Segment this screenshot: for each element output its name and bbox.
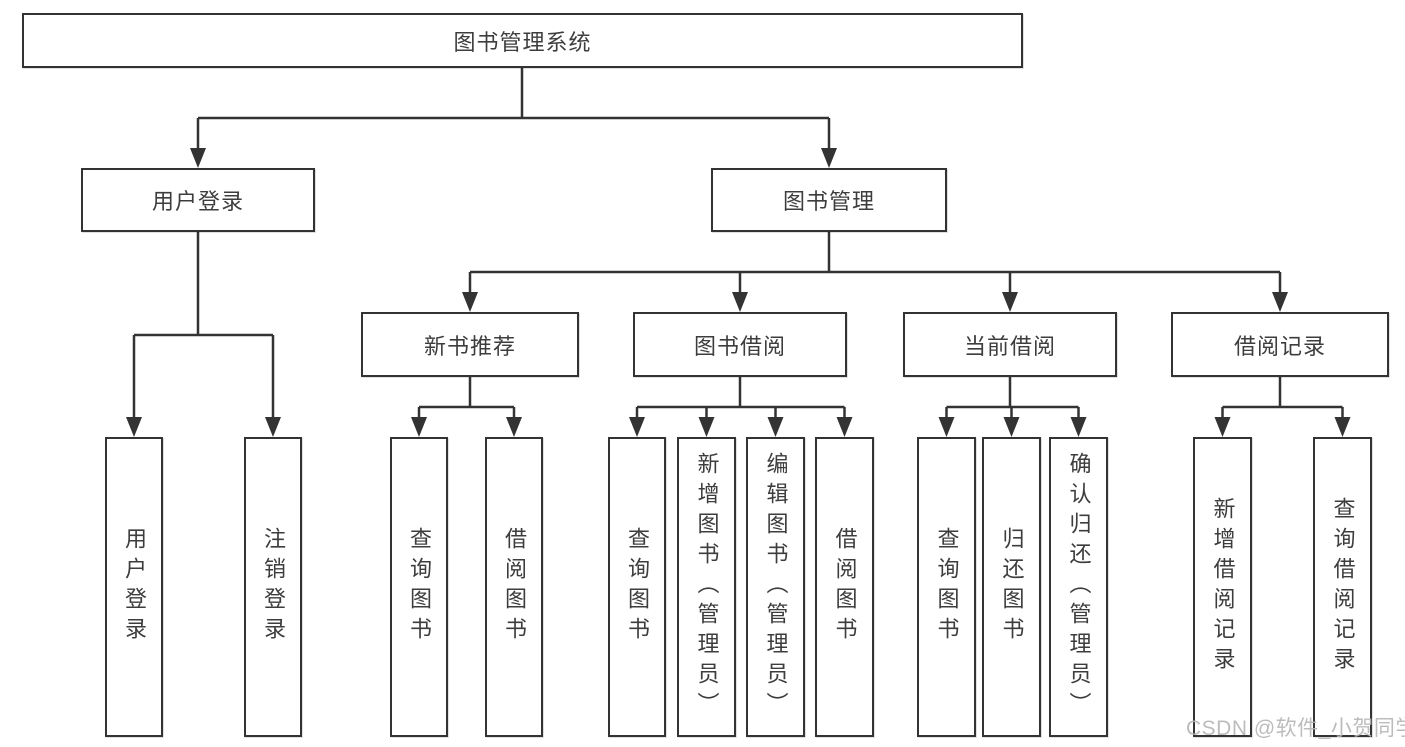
node-leaf-logout: 注销登录 — [244, 437, 302, 737]
node-leaf-query-books-recommend: 查询图书 — [390, 437, 448, 737]
node-root-library-system: 图书管理系统 — [22, 13, 1023, 68]
node-leaf-query-borrow-record: 查询借阅记录 — [1313, 437, 1372, 737]
node-leaf-confirm-return-admin: 确认归还（管理员） — [1049, 437, 1108, 737]
leaf-label: 借阅图书 — [832, 527, 858, 647]
leaf-label: 查询借阅记录 — [1330, 497, 1356, 677]
node-user-login: 用户登录 — [81, 168, 315, 232]
leaf-label: 查询图书 — [934, 527, 960, 647]
arrowheads — [126, 148, 1351, 437]
node-leaf-add-book-admin: 新增图书（管理员） — [677, 437, 736, 737]
node-new-book-recommend: 新书推荐 — [361, 312, 579, 377]
node-leaf-user-login: 用户登录 — [105, 437, 163, 737]
leaf-label: 编辑图书（管理员） — [763, 452, 789, 722]
node-leaf-query-books-current: 查询图书 — [917, 437, 976, 737]
node-leaf-edit-book-admin: 编辑图书（管理员） — [746, 437, 805, 737]
leaf-label: 新增图书（管理员） — [694, 452, 720, 722]
node-leaf-borrow-books-recommend: 借阅图书 — [485, 437, 543, 737]
node-book-management: 图书管理 — [711, 168, 947, 232]
leaf-label: 归还图书 — [999, 527, 1025, 647]
csdn-watermark: CSDN @软件_小贺同学 — [1186, 717, 1405, 740]
node-leaf-add-borrow-record: 新增借阅记录 — [1193, 437, 1252, 737]
leaf-label: 查询图书 — [407, 527, 432, 647]
node-leaf-query-books-borrow: 查询图书 — [608, 437, 666, 737]
node-leaf-return-book: 归还图书 — [982, 437, 1041, 737]
node-current-borrow: 当前借阅 — [903, 312, 1117, 377]
leaf-label: 注销登录 — [261, 527, 286, 647]
node-book-borrow: 图书借阅 — [633, 312, 847, 377]
leaf-label: 确认归还（管理员） — [1066, 452, 1092, 722]
leaf-label: 查询图书 — [625, 527, 650, 647]
leaf-label: 用户登录 — [122, 527, 147, 647]
node-borrow-records: 借阅记录 — [1171, 312, 1389, 377]
leaf-label: 借阅图书 — [502, 527, 527, 647]
node-leaf-borrow-books: 借阅图书 — [815, 437, 874, 737]
leaf-label: 新增借阅记录 — [1210, 497, 1236, 677]
